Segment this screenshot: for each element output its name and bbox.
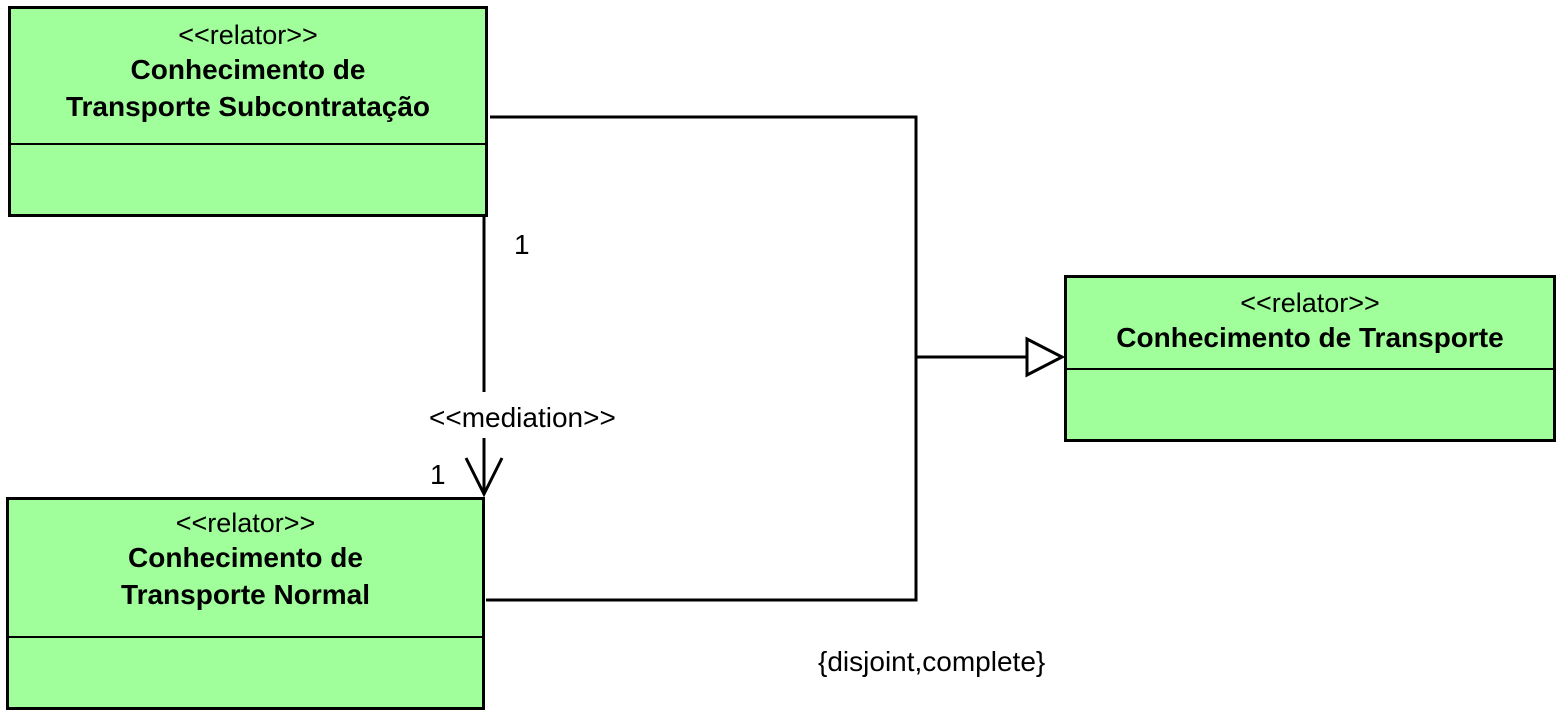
generalization-set-constraint-label[interactable]: {disjoint,complete} <box>818 646 1046 677</box>
target-multiplicity-label: 1 <box>430 459 446 490</box>
class-attributes-compartment <box>11 145 485 214</box>
class-header: <<relator>> Conhecimento de Transporte S… <box>11 9 485 145</box>
class-stereotype: <<relator>> <box>1240 288 1380 318</box>
generalization-arrowhead <box>1025 336 1066 378</box>
mediation-arrowhead <box>464 457 504 498</box>
class-stereotype: <<relator>> <box>178 20 318 50</box>
class-name-line-1: Conhecimento de <box>130 54 366 85</box>
class-stereotype: <<relator>> <box>175 508 316 538</box>
mediation-stereotype-label[interactable]: <<mediation>> <box>429 402 616 433</box>
class-conhecimento-transporte-subcontratacao[interactable]: <<relator>> Conhecimento de Transporte S… <box>8 6 488 217</box>
class-attributes-compartment <box>1067 370 1553 439</box>
class-conhecimento-transporte[interactable]: <<relator>> Conhecimento de Transporte <box>1064 275 1556 442</box>
class-name-line-1: Conhecimento de <box>128 542 363 573</box>
generalization-line-normal[interactable] <box>486 357 918 602</box>
generalization-line-sub[interactable] <box>490 115 918 357</box>
class-name: Conhecimento de Transporte <box>1116 322 1504 353</box>
class-header: <<relator>> Conhecimento de Transporte N… <box>9 500 482 638</box>
class-name-line-2: Transporte Subcontratação <box>65 91 431 122</box>
class-header: <<relator>> Conhecimento de Transporte <box>1067 278 1553 370</box>
source-multiplicity-label: 1 <box>514 229 530 260</box>
class-attributes-compartment <box>9 638 482 707</box>
class-name-line-2: Transporte Normal <box>121 579 370 610</box>
class-conhecimento-transporte-normal[interactable]: <<relator>> Conhecimento de Transporte N… <box>6 497 485 710</box>
